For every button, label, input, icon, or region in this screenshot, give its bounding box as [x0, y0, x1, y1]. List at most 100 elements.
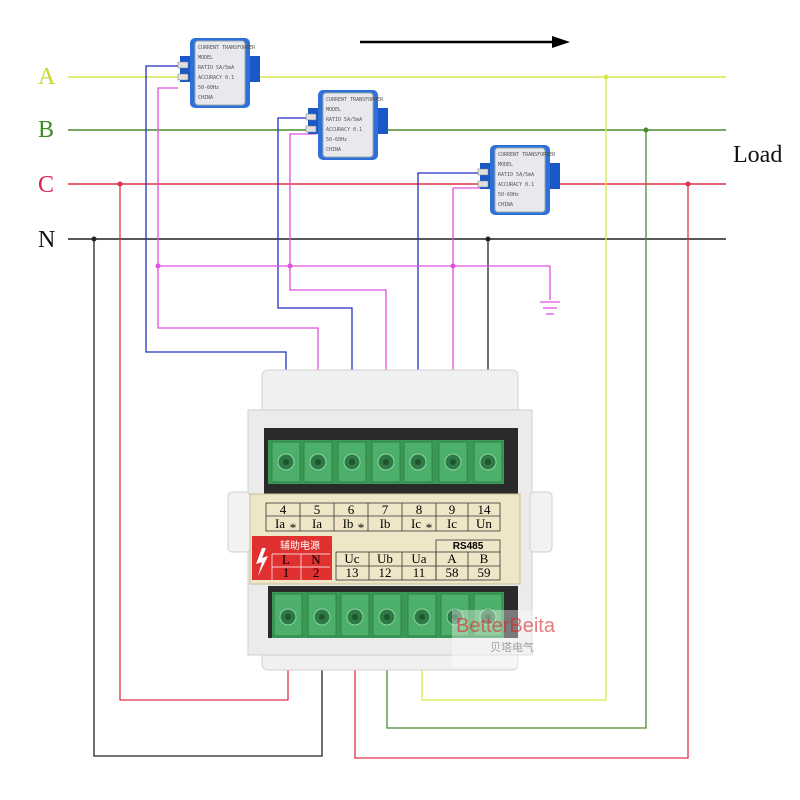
voltage-label: Ua: [411, 551, 426, 566]
rs485-number: 59: [478, 565, 491, 580]
current-transformer-b: CURRENT TRANSFORMER MODEL RATIO 5A/5mA ACCU…: [305, 90, 388, 160]
bottom-table-text: Uc Ub Ua 13 12 11 A B 58 59: [344, 551, 490, 580]
line-c-label: C: [38, 172, 54, 198]
terminal-screw-center: [452, 614, 458, 620]
ct-label-line: 50-60Hz: [498, 192, 519, 198]
watermark-cn: 贝塔电气: [490, 640, 534, 654]
ct-label-line: CHINA: [498, 202, 513, 208]
ct-label-plate: [494, 147, 546, 213]
junction-dots: [91, 74, 691, 242]
voltage-number: 11: [413, 565, 426, 580]
terminal-screw-center: [383, 459, 389, 465]
direction-arrow: [360, 36, 570, 48]
ct-secondary-terminal: [305, 113, 317, 121]
ground-junctions: [155, 263, 456, 269]
ct-label-plate: [194, 40, 246, 106]
lightning-icon: [256, 548, 268, 576]
current-transformer-a: CURRENT TRANSFORMER MODEL RATIO 5A/5mA ACCU…: [177, 38, 260, 108]
rs485-label: A: [447, 551, 457, 566]
ct-label-line: ACCURACY 0.1: [326, 127, 362, 133]
voltage-label: Uc: [344, 551, 359, 566]
terminal-number: 4: [280, 502, 287, 517]
aux-l-label: L: [282, 552, 290, 567]
ct-label-line: ACCURACY 0.1: [198, 75, 234, 81]
terminal-screw-center: [352, 614, 358, 620]
terminal-number: 8: [416, 502, 423, 517]
polarity-mark: *: [290, 520, 297, 535]
terminal-screw-center: [415, 459, 421, 465]
terminal-screw-center: [285, 614, 291, 620]
terminal-screw-center: [283, 459, 289, 465]
load-label: Load: [733, 142, 782, 168]
ct-secondary-terminal: [177, 61, 189, 69]
rs485-title: RS485: [453, 541, 484, 552]
ct-label-line: 50-60Hz: [326, 137, 347, 143]
terminal-label: Ib: [343, 516, 354, 531]
terminal-number: 7: [382, 502, 389, 517]
terminal-screw-center: [450, 459, 456, 465]
watermark-brand: BetterBeita: [456, 615, 556, 637]
terminal-screw-center: [315, 459, 321, 465]
bus-lines: [68, 76, 726, 240]
voltage-number: 13: [346, 565, 359, 580]
terminal-screw-center: [319, 614, 325, 620]
terminal-screw-center: [384, 614, 390, 620]
ct-label-line: 50-60Hz: [198, 85, 219, 91]
ct-label-line: CHINA: [198, 95, 213, 101]
terminal-number: 14: [478, 502, 492, 517]
ct-label-line: CURRENT TRANSFORMER: [198, 45, 256, 51]
ct-label-line: MODEL: [326, 107, 341, 113]
line-n-label: N: [38, 227, 55, 253]
brand-watermark: BetterBeita 贝塔电气: [452, 610, 578, 668]
terminal-label: Un: [476, 516, 492, 531]
ct-label-line: MODEL: [198, 55, 213, 61]
aux-n-label: N: [311, 552, 321, 567]
terminal-block-top: [268, 440, 504, 484]
ct-label-plate: [322, 92, 374, 158]
terminal-label: Ic: [411, 516, 421, 531]
terminal-screw-center: [485, 459, 491, 465]
ct-secondary-terminal: [177, 73, 189, 81]
terminal-number: 5: [314, 502, 321, 517]
terminal-cell: [303, 441, 333, 483]
aux-power-badge: 辅助电源 L N 1 2: [252, 536, 332, 580]
terminal-screw-center: [349, 459, 355, 465]
terminal-screw-center: [485, 614, 491, 620]
ct-label-line: RATIO 5A/5mA: [198, 65, 234, 71]
line-b-label: B: [38, 117, 54, 143]
rs485-number: 58: [446, 565, 459, 580]
ct-secondary-terminal: [477, 168, 489, 176]
terminal-label: Ib: [380, 516, 391, 531]
ct-label-line: ACCURACY 0.1: [498, 182, 534, 188]
polarity-mark: *: [426, 520, 433, 535]
ct-label-line: CHINA: [326, 147, 341, 153]
rs485-label: B: [480, 551, 489, 566]
bottom-label-table: [335, 539, 501, 581]
terminal-number: 9: [449, 502, 456, 517]
ct-secondary-terminal: [305, 125, 317, 133]
terminal-label: Ia: [312, 516, 322, 531]
ct-label-line: CURRENT TRANSFORMER: [498, 152, 556, 158]
ct-label-line: CURRENT TRANSFORMER: [326, 97, 384, 103]
ct-label-line: RATIO 5A/5mA: [498, 172, 534, 178]
terminal-screw-center: [419, 614, 425, 620]
voltage-number: 12: [379, 565, 392, 580]
terminal-cell: [307, 593, 337, 637]
terminal-label: Ia: [275, 516, 285, 531]
polarity-mark: *: [358, 520, 365, 535]
terminal-label: Ic: [447, 516, 457, 531]
terminal-block-bottom: [272, 592, 504, 638]
aux-power-title: 辅助电源: [280, 539, 320, 552]
ct-label-line: MODEL: [498, 162, 513, 168]
voltage-label: Ub: [377, 551, 393, 566]
line-a-label: A: [38, 64, 56, 90]
ct-label-line: RATIO 5A/5mA: [326, 117, 362, 123]
terminal-number: 6: [348, 502, 355, 517]
aux-1-num: 1: [283, 565, 290, 580]
ground-icon: [540, 301, 560, 315]
top-label-table: [265, 502, 501, 532]
current-transformer-c: CURRENT TRANSFORMER MODEL RATIO 5A/5mA ACCU…: [477, 145, 560, 215]
aux-2-num: 2: [313, 565, 320, 580]
